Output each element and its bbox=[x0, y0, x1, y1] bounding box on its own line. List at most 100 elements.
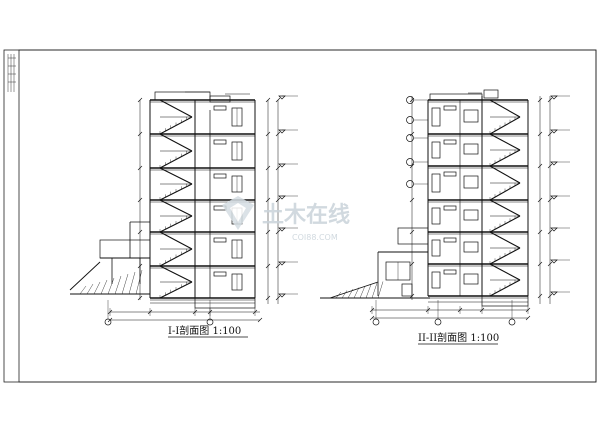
beam bbox=[213, 271, 227, 277]
canopy-block bbox=[99, 239, 151, 259]
elevation-mark bbox=[278, 195, 286, 200]
section-2-title: II-II剖面图 1:100 bbox=[418, 331, 499, 344]
ramp-hatch bbox=[79, 285, 87, 295]
dimension-tick bbox=[257, 317, 263, 323]
dimension-tick bbox=[275, 97, 281, 103]
window bbox=[431, 239, 441, 257]
dimension-tick bbox=[265, 229, 271, 235]
ramp-hatch bbox=[107, 277, 115, 295]
window bbox=[463, 241, 479, 253]
grid-axis-bubble bbox=[406, 158, 414, 166]
beam bbox=[213, 237, 227, 243]
dimension-tick bbox=[137, 131, 143, 137]
stair-flight bbox=[159, 99, 193, 118]
dimension-tick bbox=[537, 293, 543, 299]
dimension-tick bbox=[547, 261, 553, 267]
elevation-mark bbox=[550, 129, 558, 134]
dimension-tick bbox=[409, 261, 415, 267]
ramp-hatch bbox=[365, 284, 372, 299]
elevation-mark bbox=[550, 95, 558, 100]
ramp-hatch bbox=[347, 288, 354, 299]
dimension-tick bbox=[265, 295, 271, 301]
ramp-hatch bbox=[86, 283, 94, 295]
dimension-tick bbox=[537, 97, 543, 103]
dimension-tick bbox=[275, 263, 281, 269]
dimension-tick bbox=[275, 165, 281, 171]
ramp-hatch bbox=[341, 290, 348, 299]
section-1-title: I-I剖面图 1:100 bbox=[168, 324, 241, 337]
elevation-mark bbox=[550, 291, 558, 296]
grid-axis-bubble bbox=[406, 116, 414, 124]
elevation-mark bbox=[550, 259, 558, 264]
elevation-mark bbox=[278, 227, 286, 232]
window bbox=[431, 107, 441, 127]
elevation-mark bbox=[278, 261, 286, 266]
dimension-tick bbox=[409, 163, 415, 169]
dimension-tick bbox=[537, 229, 543, 235]
grid-axis-bubble bbox=[508, 318, 516, 326]
dimension-tick bbox=[265, 131, 271, 137]
elevation-mark bbox=[278, 163, 286, 168]
watermark-logo-icon bbox=[222, 196, 254, 230]
dimension-tick bbox=[409, 197, 415, 203]
stair-flight bbox=[159, 167, 193, 185]
stair-flight bbox=[489, 133, 521, 151]
annex-upper bbox=[397, 227, 429, 245]
dimension-tick bbox=[409, 229, 415, 235]
dimension-tick bbox=[137, 165, 143, 171]
dimension-tick bbox=[275, 229, 281, 235]
window bbox=[431, 141, 441, 159]
dimension-tick bbox=[525, 315, 531, 321]
dimension-tick bbox=[137, 229, 143, 235]
ramp-hatch bbox=[377, 281, 384, 299]
ramp-hatch bbox=[371, 282, 378, 299]
ramp-hatch bbox=[121, 273, 129, 295]
dimension-tick bbox=[265, 165, 271, 171]
beam bbox=[213, 105, 227, 111]
beam bbox=[443, 171, 457, 177]
section-1-drawing bbox=[69, 91, 298, 326]
stair-flight bbox=[489, 199, 521, 217]
door bbox=[401, 283, 413, 297]
dimension-tick bbox=[537, 131, 543, 137]
dimension-tick bbox=[409, 293, 415, 299]
window bbox=[431, 173, 441, 193]
dimension-tick bbox=[547, 163, 553, 169]
stair-flight bbox=[489, 99, 521, 118]
ramp bbox=[69, 261, 101, 291]
ramp-hatch bbox=[128, 271, 136, 295]
dimension-tick bbox=[265, 97, 271, 103]
dimension-tick bbox=[547, 229, 553, 235]
ramp-hatch bbox=[335, 291, 342, 299]
beam bbox=[443, 205, 457, 211]
dimension-tick bbox=[137, 197, 143, 203]
section-2-drawing bbox=[320, 89, 570, 326]
window bbox=[431, 207, 441, 225]
grid-axis-bubble bbox=[406, 180, 414, 188]
stair-flight bbox=[159, 265, 193, 283]
roof-parapet bbox=[429, 93, 483, 101]
roof-stair-top bbox=[483, 89, 499, 99]
dimension-tick bbox=[275, 131, 281, 137]
dimension-tick bbox=[547, 97, 553, 103]
dimension-tick bbox=[265, 197, 271, 203]
beam bbox=[213, 173, 227, 179]
ramp bbox=[329, 281, 379, 299]
dimension-tick bbox=[547, 293, 553, 299]
dimension-tick bbox=[547, 197, 553, 203]
dimension-tick bbox=[369, 315, 375, 321]
dimension-tick bbox=[409, 131, 415, 137]
ramp-hatch bbox=[359, 285, 366, 299]
dimension-tick bbox=[275, 295, 281, 301]
window bbox=[463, 109, 479, 123]
elevation-mark bbox=[550, 161, 558, 166]
beam bbox=[443, 105, 457, 111]
grid-axis-bubble bbox=[372, 318, 380, 326]
window bbox=[463, 143, 479, 155]
watermark: 土木在线 COI88.COM bbox=[222, 196, 350, 242]
dimension-tick bbox=[537, 261, 543, 267]
dimension-tick bbox=[275, 197, 281, 203]
beam bbox=[443, 237, 457, 243]
elevation-mark bbox=[278, 293, 286, 298]
